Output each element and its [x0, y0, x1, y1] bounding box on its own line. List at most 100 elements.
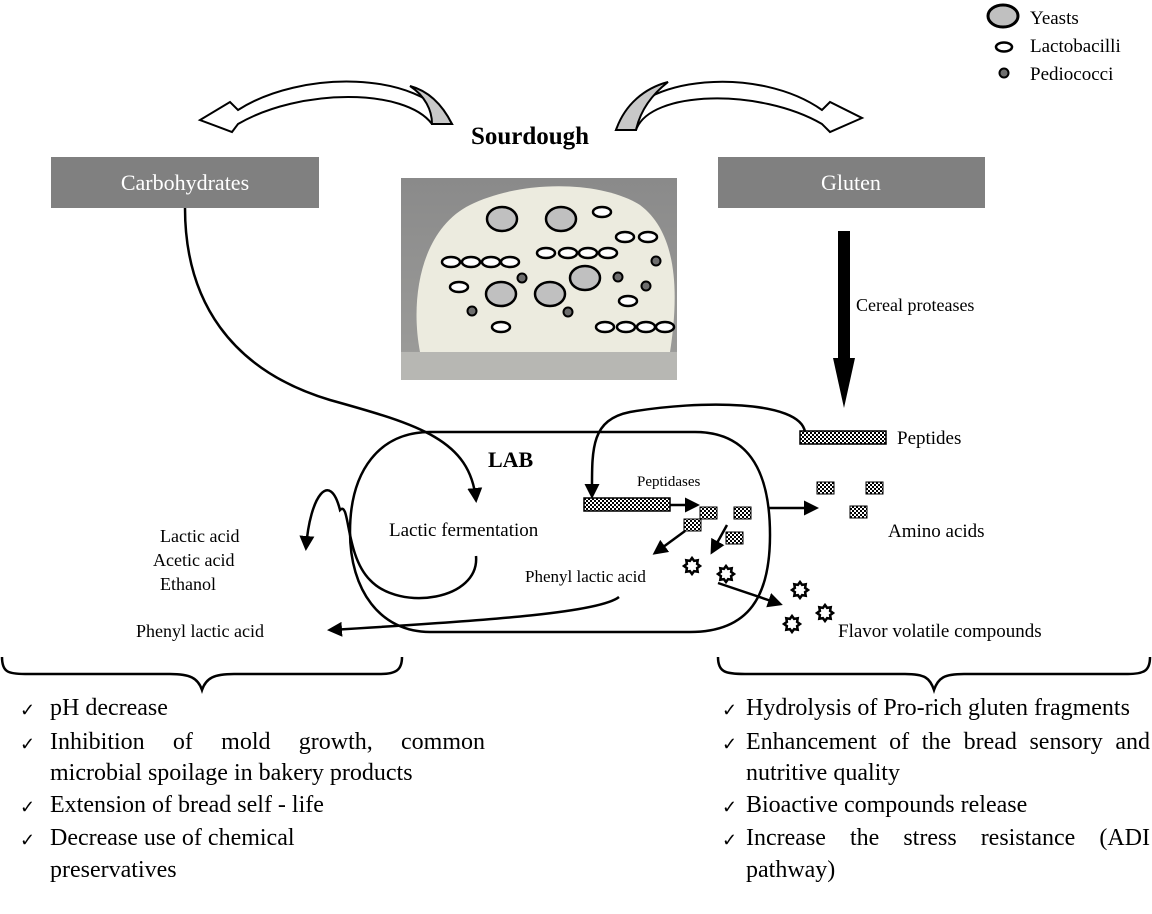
check-icon: ✓: [722, 733, 738, 754]
flavor-compound-icon: [814, 602, 836, 624]
flavor-compound-icon: [789, 579, 811, 601]
pediococci-icon: [612, 271, 624, 283]
amino-acids-label: Amino acids: [888, 521, 985, 542]
carbohydrates-label: Carbohydrates: [121, 170, 249, 195]
pediococci-icon: [562, 306, 574, 318]
list-item: ✓ Enhancement of the bread sensory and nu…: [722, 727, 1150, 790]
peptides-uptake-arrow: [584, 403, 807, 499]
pediococci-icon: [650, 255, 662, 267]
lactobacilli-icon: [637, 230, 659, 244]
peptide-chain-icon: [799, 430, 887, 445]
list-item: ✓ Inhibition of mold growth, common micro…: [20, 727, 485, 790]
flavor-compounds: [681, 555, 836, 635]
sourdough-bread-image: [401, 178, 677, 380]
cereal-proteases-arrow: [833, 231, 855, 408]
effect-text: Bioactive compounds release: [746, 791, 1028, 818]
check-icon: ✓: [722, 796, 738, 817]
yeast-icon: [485, 205, 519, 233]
list-item: ✓ Bioactive compounds release: [722, 790, 1150, 824]
pediococci-icon: [640, 280, 652, 292]
lactobacilli-icon: [615, 320, 637, 334]
microbes: [440, 205, 676, 334]
yeast-icon: [533, 280, 567, 308]
peptides-label: Peptides: [897, 428, 961, 449]
effect-text: pH decrease: [50, 695, 168, 721]
list-item: ✓ Decrease use of chemical preservatives: [20, 823, 485, 886]
lactobacilli-icon: [994, 41, 1014, 53]
amino-to-flavor-arrow: [710, 524, 729, 555]
gluten-label: Gluten: [821, 170, 881, 195]
check-icon: ✓: [20, 700, 36, 720]
amino-to-pla-arrow: [652, 529, 686, 555]
yeast-icon: [544, 205, 578, 233]
list-item: ✓ Extension of bread self - life: [20, 790, 485, 824]
legend-lactobacilli: Lactobacilli: [1030, 36, 1121, 57]
fermentation-loop-arrow: [299, 489, 478, 600]
yeast-icon: [986, 3, 1020, 29]
check-icon: ✓: [20, 830, 36, 850]
lactobacilli-icon: [448, 280, 470, 294]
check-icon: ✓: [722, 700, 738, 720]
lactobacilli-icon: [617, 294, 639, 308]
flavor-compound-icon: [681, 555, 703, 577]
flavor-export-arrow: [717, 581, 783, 608]
yeast-icon: [568, 264, 602, 292]
pediococci-icon: [516, 272, 528, 284]
peptidases-label: Peptidases: [637, 474, 700, 490]
gluten-box: Gluten: [718, 157, 985, 208]
effect-text: Increase the stress resistance (ADI path…: [746, 825, 1150, 883]
effect-text: Inhibition of mold growth, common microb…: [50, 728, 485, 787]
pediococci-icon: [466, 305, 478, 317]
lactobacilli-icon: [440, 255, 462, 269]
lactobacilli-icon: [460, 255, 482, 269]
flavor-compound-icon: [781, 613, 803, 635]
lactobacilli-icon: [597, 246, 619, 260]
pediococci-icon: [998, 67, 1010, 79]
lactobacilli-icon: [614, 230, 636, 244]
check-icon: ✓: [20, 733, 36, 754]
legend: Yeasts Lactobacilli Pediococci: [986, 3, 1121, 85]
lactobacilli-icon: [480, 255, 502, 269]
left-brace: [0, 656, 404, 694]
lactobacilli-icon: [490, 320, 512, 334]
left-curved-arrow-icon: [197, 80, 454, 134]
lab-label: LAB: [488, 447, 534, 472]
cereal-proteases-label: Cereal proteases: [856, 295, 974, 315]
sourdough-title: Sourdough: [471, 123, 589, 150]
amino-acids-outer: [816, 481, 884, 519]
effect-text: Extension of bread self - life: [50, 791, 324, 818]
lactic-fermentation-label: Lactic fermentation: [389, 520, 539, 541]
check-icon: ✓: [20, 796, 36, 817]
lab-cell: [348, 430, 772, 634]
phenyl-lactic-acid-inner-label: Phenyl lactic acid: [525, 567, 646, 586]
lactobacilli-icon: [654, 320, 676, 334]
ethanol-label: Ethanol: [160, 574, 216, 594]
carbohydrates-box: Carbohydrates: [51, 157, 319, 208]
phenyl-lactic-acid-outer-label: Phenyl lactic acid: [136, 621, 264, 641]
legend-yeasts: Yeasts: [1030, 8, 1079, 29]
effect-text: Hydrolysis of Pro-rich gluten fragments: [746, 695, 1130, 721]
right-effects-list: ✓ Hydrolysis of Pro-rich gluten fragments…: [722, 693, 1150, 886]
effect-text: Decrease use of chemical preservatives: [50, 825, 295, 883]
list-item: ✓ Hydrolysis of Pro-rich gluten fragments: [722, 693, 1150, 727]
flavor-volatile-label: Flavor volatile compounds: [838, 621, 1042, 642]
check-icon: ✓: [722, 830, 738, 850]
left-effects-list: ✓ pH decrease ✓ Inhibition of mold growth…: [20, 693, 485, 886]
list-item: ✓ Increase the stress resistance (ADI pat…: [722, 823, 1150, 886]
effect-text: Enhancement of the bread sensory and nut…: [746, 728, 1150, 787]
lactobacilli-icon: [635, 320, 657, 334]
yeast-icon: [484, 280, 518, 308]
carbohydrates-to-fermentation-arrow: [183, 207, 483, 503]
lactobacilli-icon: [557, 246, 579, 260]
lactobacilli-icon: [499, 255, 521, 269]
right-curved-arrow-icon: [614, 80, 865, 134]
amino-acids-inner: [683, 506, 752, 545]
pla-export-arrow: [327, 595, 620, 637]
lactic-acid-label: Lactic acid: [160, 526, 239, 546]
lactobacilli-icon: [577, 246, 599, 260]
list-item: ✓ pH decrease: [20, 693, 485, 727]
lactobacilli-icon: [591, 205, 613, 219]
acetic-acid-label: Acetic acid: [153, 550, 234, 570]
right-brace: [716, 656, 1152, 694]
